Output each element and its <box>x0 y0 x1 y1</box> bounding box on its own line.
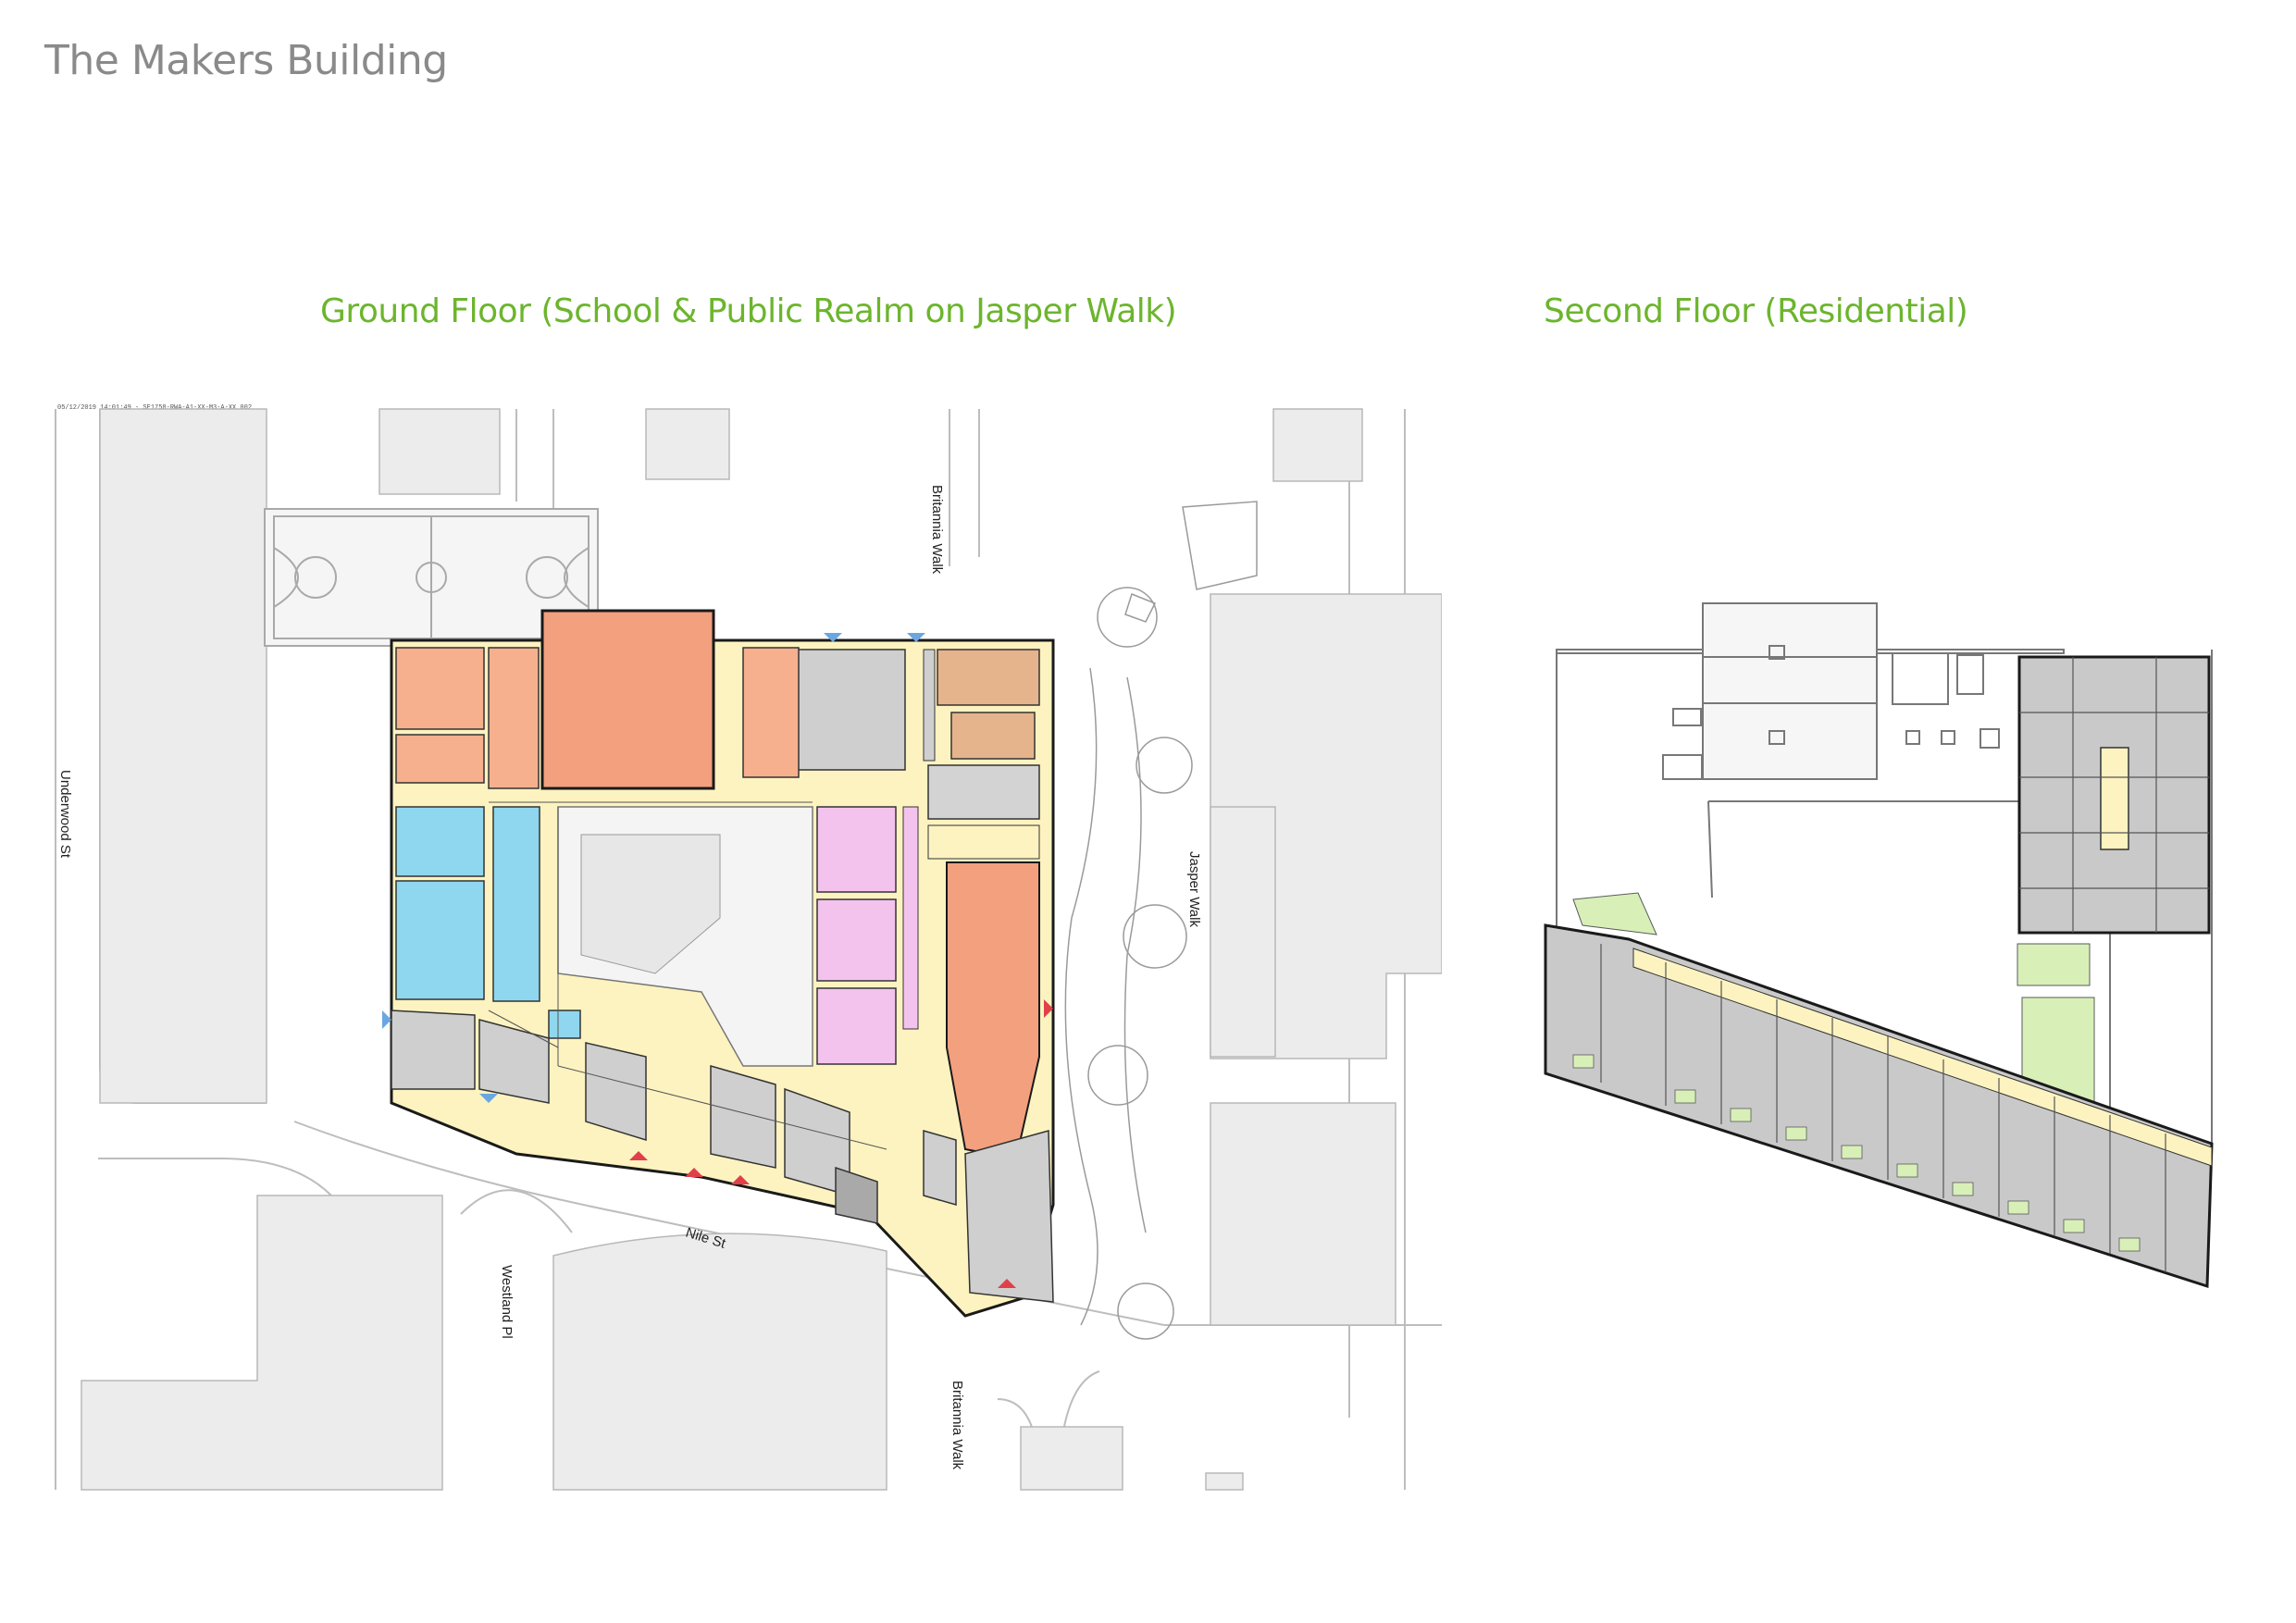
tan-rooms <box>937 649 1040 706</box>
second-floor-heading: Second Floor (Residential) <box>1544 292 1968 330</box>
context-buildings <box>81 408 1442 1491</box>
ground-floor-plan: 05/12/2019 14:01:49 - SE1758-RWA-A1-XX-M… <box>55 404 1442 1491</box>
second-floor-plan <box>1544 602 2214 1289</box>
dining-room <box>395 647 485 730</box>
studio-pink-2 <box>816 898 897 982</box>
residential-block-south <box>1544 923 2214 1289</box>
studio-pink-1 <box>816 806 897 893</box>
jasper-walk-landscape <box>1064 501 1258 1340</box>
street-label-britannia-north: Britannia Walk <box>929 485 945 575</box>
ground-floor-heading: Ground Floor (School & Public Realm on J… <box>320 292 1177 330</box>
drawing-reference: 05/12/2019 14:01:49 - SE1758-RWA-A1-XX-M… <box>57 404 252 412</box>
main-hall <box>540 609 715 790</box>
residential-corridor <box>1632 948 2213 1167</box>
residential-tower-east <box>2017 655 2211 935</box>
school-building <box>390 609 1055 1318</box>
classroom-blue-1 <box>395 806 485 877</box>
street-label-underwood: Underwood St <box>57 770 73 859</box>
studio-pink-3 <box>816 987 897 1065</box>
document-title: The Makers Building <box>44 37 448 84</box>
entrance-markers <box>382 633 1053 1288</box>
street-label-westland: Westland Pl <box>499 1265 515 1339</box>
workshop-orange-east <box>946 861 1040 1160</box>
classroom-blue-2 <box>395 880 485 1000</box>
south-wing-rooms <box>391 1010 1054 1303</box>
street-label-jasper: Jasper Walk <box>1186 851 1202 927</box>
studio-orange-north <box>742 647 800 778</box>
street-label-britannia-south: Britannia Walk <box>949 1381 965 1470</box>
classroom-blue-3 <box>492 806 540 1002</box>
